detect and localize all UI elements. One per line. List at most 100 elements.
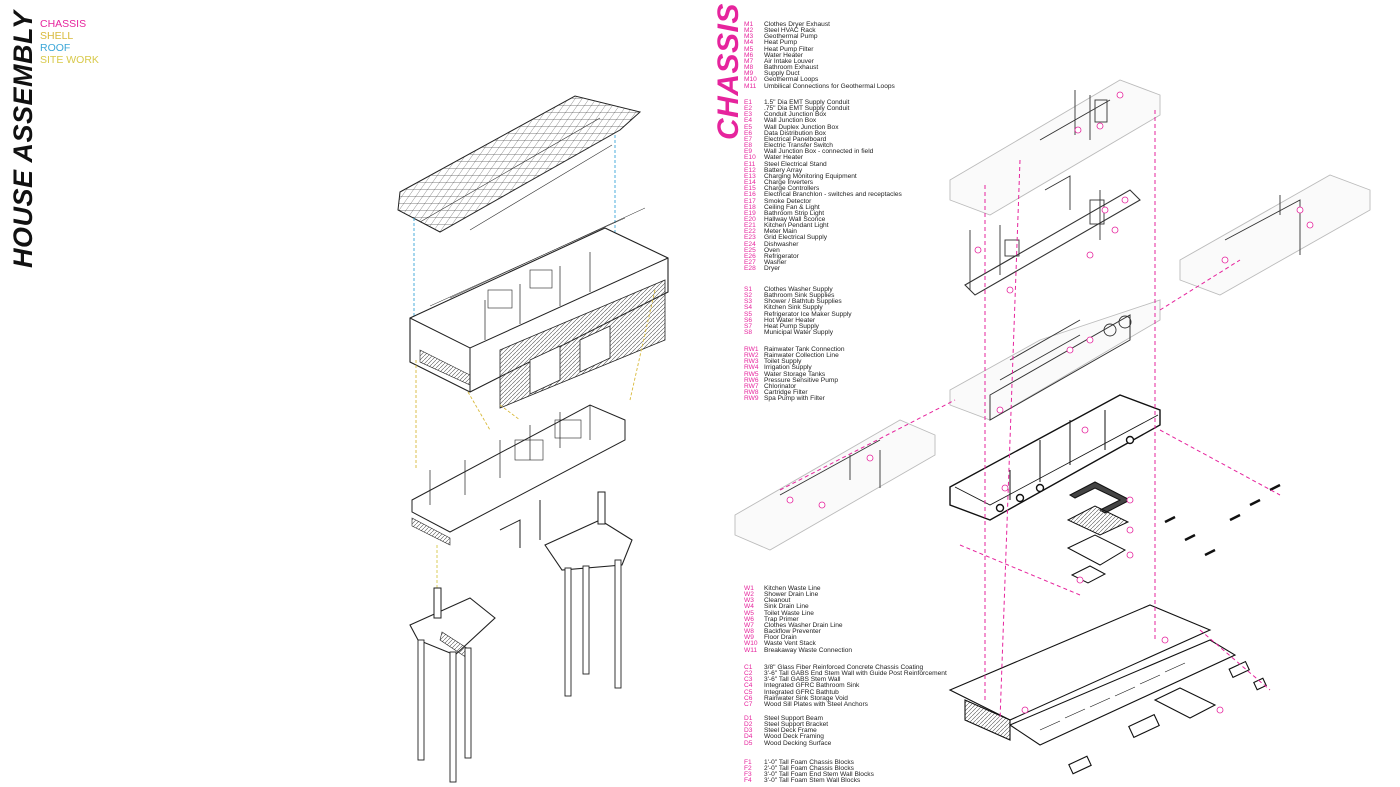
- part-description: Refrigerator: [764, 252, 799, 260]
- part-code: W1: [744, 585, 754, 592]
- part-code: C4: [744, 682, 753, 690]
- part-code: S6: [744, 316, 753, 324]
- part-description: Charge Controllers: [764, 185, 820, 193]
- part-description: .75" Dia EMT Supply Conduit: [764, 105, 850, 113]
- part-code: S3: [744, 298, 753, 306]
- part-description: Kitchen Waste Line: [764, 585, 821, 592]
- part-code: S2: [744, 292, 753, 300]
- part-description: Meter Main: [764, 228, 797, 236]
- part-description: 1.5" Dia EMT Supply Conduit: [764, 99, 850, 106]
- part-code: W11: [744, 646, 758, 654]
- part-description: Steel Deck Frame: [764, 727, 817, 735]
- part-code: M5: [744, 45, 754, 53]
- part-description: Steel Support Beam: [764, 715, 824, 722]
- part-description: Water Heater: [764, 51, 803, 59]
- part-code: W6: [744, 615, 754, 623]
- part-description: 3'-0" Tall Foam Stem Wall Blocks: [764, 777, 861, 785]
- part-description: Clothes Washer Supply: [764, 286, 833, 293]
- part-code: RW2: [744, 352, 759, 360]
- part-code: W9: [744, 634, 754, 642]
- part-description: Toilet Supply: [764, 358, 802, 366]
- part-code: W10: [744, 640, 758, 648]
- part-description: Battery Array: [764, 166, 803, 174]
- part-code: F1: [744, 759, 752, 766]
- part-row: W1 Kitchen Waste Line: [744, 585, 984, 592]
- part-code: M8: [744, 64, 754, 72]
- shell-drawing: [409, 207, 669, 409]
- part-description: Sink Drain Line: [764, 603, 809, 611]
- shell-guide-lines: [415, 289, 656, 470]
- interior-drawing: [411, 404, 626, 548]
- part-code: E17: [744, 197, 756, 205]
- part-code: E4: [744, 117, 753, 125]
- part-description: Steel Electrical Stand: [764, 160, 827, 168]
- part-description: Air Intake Louver: [764, 57, 814, 65]
- part-code: E14: [744, 179, 756, 187]
- part-description: Ceiling Fan & Light: [764, 203, 820, 211]
- part-code: RW5: [744, 370, 759, 378]
- part-description: Irrigation Supply: [764, 364, 812, 372]
- part-description: Wall Junction Box: [764, 117, 817, 125]
- part-description: Rainwater Collection Line: [764, 352, 839, 360]
- part-description: Hot Water Heater: [764, 316, 816, 324]
- part-code: E10: [744, 154, 756, 162]
- part-description: Washer: [764, 259, 787, 267]
- part-code: D4: [744, 733, 753, 741]
- part-description: Electrical Branchlon - switches and rece…: [764, 191, 902, 199]
- part-code: E26: [744, 252, 756, 260]
- part-description: Geothermal Pump: [764, 33, 818, 41]
- part-code: RW8: [744, 389, 759, 397]
- part-code: E20: [744, 215, 756, 223]
- deck-pieces-drawing: [1066, 481, 1132, 584]
- part-code: E16: [744, 191, 756, 199]
- part-row: RW8 Cartridge Filter: [744, 389, 984, 397]
- part-description: Oven: [764, 246, 780, 254]
- part-code: C7: [744, 700, 753, 708]
- part-code: RW6: [744, 376, 759, 384]
- part-row: E20 Hallway Wall Sconce: [744, 215, 984, 223]
- part-description: Heat Pump Filter: [764, 45, 814, 53]
- part-description: Cartridge Filter: [764, 389, 808, 397]
- part-description: Rainwater Tank Connection: [764, 346, 845, 353]
- part-row: M5 Heat Pump Filter: [744, 45, 984, 53]
- part-code: E19: [744, 209, 756, 217]
- part-description: Smoke Detector: [764, 197, 812, 205]
- part-description: Shower Drain Line: [764, 591, 819, 599]
- part-description: 3'-0" Tall Foam End Stem Wall Blocks: [764, 771, 874, 779]
- part-description: Hallway Wall Sconce: [764, 215, 826, 223]
